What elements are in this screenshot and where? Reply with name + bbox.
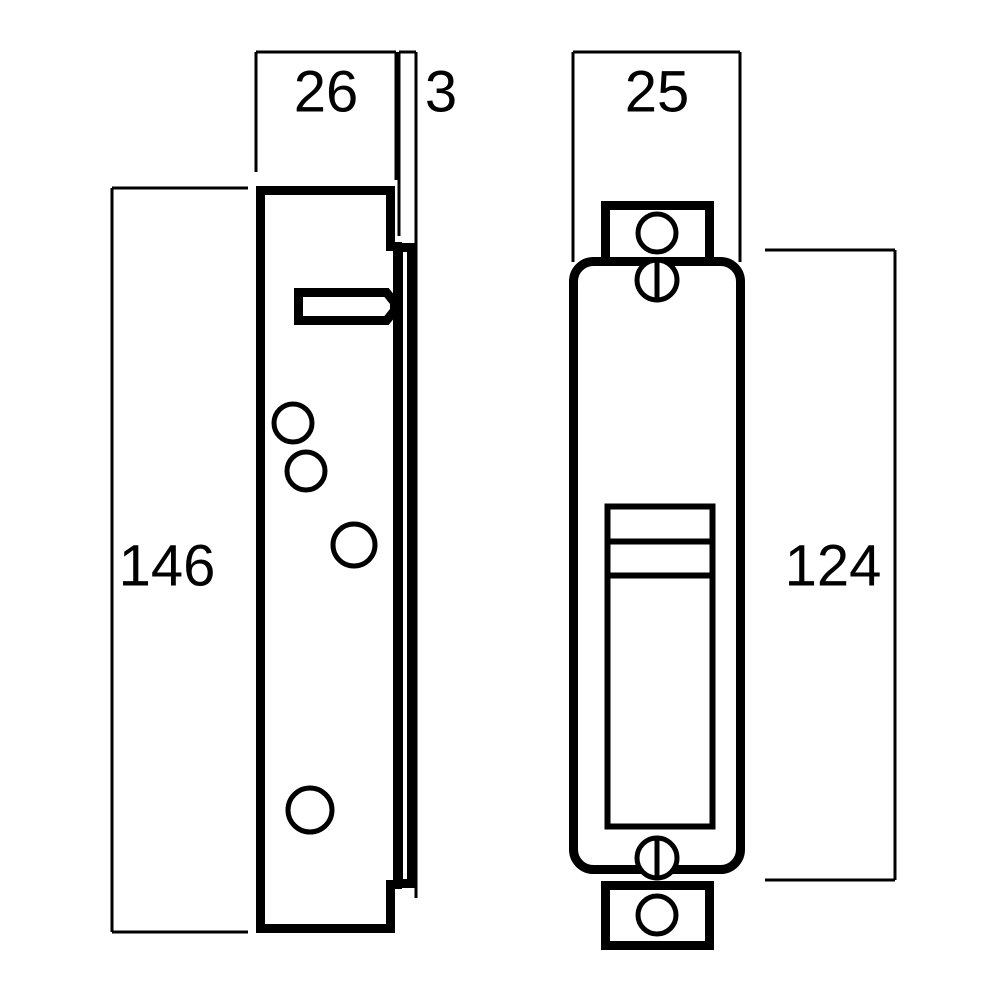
dimension-26-bracket <box>254 50 398 180</box>
dimension-label-146: 146 <box>119 533 216 598</box>
dimension-label-25: 25 <box>625 59 690 124</box>
side-view-hole-2 <box>284 449 328 493</box>
side-view-hole-3 <box>330 521 378 569</box>
latch-tongue <box>294 288 399 325</box>
bottom-tab-hole <box>635 893 679 937</box>
bottom-screw <box>634 835 680 881</box>
front-view-group: 25 124 <box>569 50 897 950</box>
dimension-25-bracket <box>571 50 742 262</box>
faceplate-strip <box>394 243 416 888</box>
top-tab-hole <box>635 211 679 255</box>
dimension-124-bracket <box>765 248 897 882</box>
latch-block <box>604 503 716 830</box>
side-view-hole-1 <box>271 401 315 445</box>
top-screw <box>634 257 680 303</box>
side-view-hole-4 <box>285 785 335 835</box>
dimension-label-26: 26 <box>294 59 359 124</box>
dimension-label-124: 124 <box>785 533 882 598</box>
dimension-146-bracket <box>110 186 248 934</box>
dimension-label-3: 3 <box>425 59 457 124</box>
side-view-group: 146 26 3 <box>110 50 457 934</box>
